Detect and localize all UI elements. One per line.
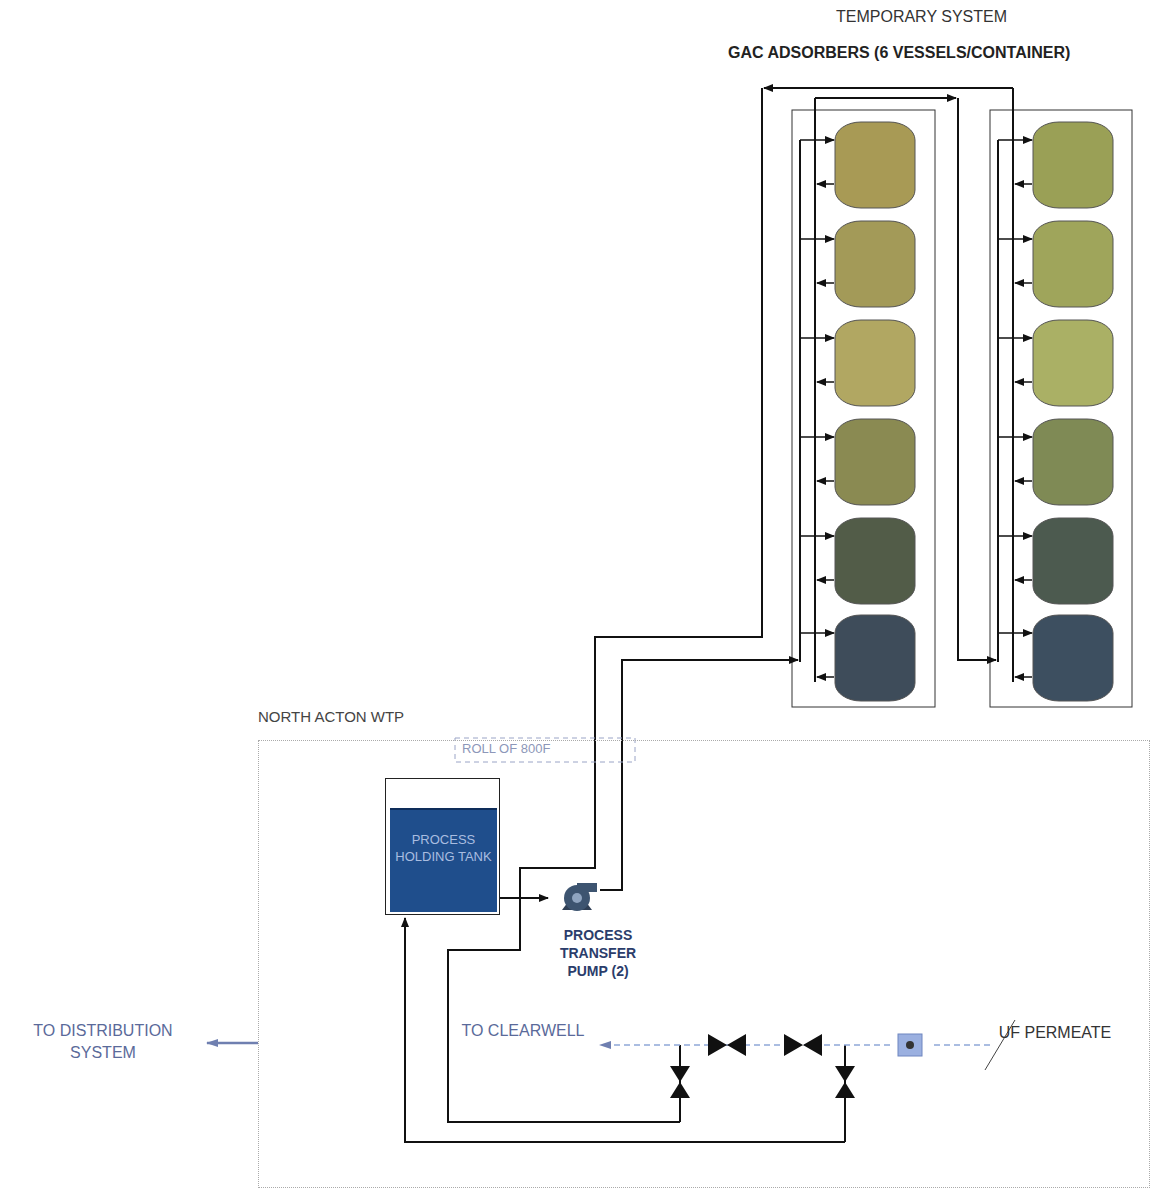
- vessel-stub: [817, 282, 834, 284]
- vessel-stub: [1015, 381, 1032, 383]
- plant-region: NORTH ACTON WTP PROCESS HOLDING TANK PROCE…: [258, 706, 1150, 1190]
- vessel-stub: [817, 480, 834, 482]
- vessel-stub: [1015, 282, 1032, 284]
- system-title: TEMPORARY SYSTEM: [836, 8, 1007, 26]
- gac-vessel: [835, 615, 915, 701]
- vessel-stub: [998, 337, 1032, 339]
- pump-label: PROCESS TRANSFER PUMP (2): [548, 926, 648, 980]
- vessel-stub: [998, 535, 1032, 537]
- gac-vessel: [1033, 320, 1113, 406]
- vessel-stub: [800, 238, 834, 240]
- gac-container: [792, 110, 935, 707]
- vessel-stub: [800, 632, 834, 634]
- gac-vessel: [835, 419, 915, 505]
- vessel-stub: [800, 535, 834, 537]
- outlet-label: TO DISTRIBUTION SYSTEM: [8, 1020, 198, 1064]
- vessel-stub: [998, 238, 1032, 240]
- roll-off-label: ROLL OF 800F: [462, 741, 550, 756]
- vessel-stub: [817, 183, 834, 185]
- holding-tank: PROCESS HOLDING TANK: [385, 778, 500, 915]
- gac-vessel: [1033, 615, 1113, 701]
- vessel-stub: [800, 436, 834, 438]
- vessel-stubs: [800, 140, 1032, 677]
- gac-vessel: [835, 518, 915, 604]
- gac-container: [990, 110, 1132, 707]
- vessel-stub: [800, 337, 834, 339]
- gac-vessel: [1033, 221, 1113, 307]
- vessel-stub: [800, 139, 834, 141]
- region-label: NORTH ACTON WTP: [258, 706, 1150, 725]
- pump-symbol: [556, 880, 600, 916]
- gac-vessels: [835, 122, 1113, 701]
- vessel-stub: [817, 381, 834, 383]
- vessel-stub: [998, 436, 1032, 438]
- transfer-pump: PROCESS TRANSFER PUMP (2): [548, 880, 648, 980]
- vessel-stub: [1015, 480, 1032, 482]
- flow-meter: [898, 1034, 922, 1056]
- gac-vessel: [1033, 419, 1113, 505]
- gac-vessel: [1033, 122, 1113, 208]
- gac-vessel: [835, 221, 915, 307]
- inlet-label: UF PERMEATE: [995, 1022, 1115, 1044]
- vessel-stub: [817, 676, 834, 678]
- valves: [670, 1034, 855, 1098]
- vessel-stub: [998, 139, 1032, 141]
- vessel-stub: [1015, 676, 1032, 678]
- pipe-connector: [500, 897, 548, 899]
- system-subtitle: GAC ADSORBERS (6 VESSELS/CONTAINER): [728, 44, 1070, 62]
- gac-vessel: [835, 320, 915, 406]
- vessel-stub: [998, 632, 1032, 634]
- gac-vessel: [1033, 518, 1113, 604]
- vessel-stub: [1015, 183, 1032, 185]
- vessel-stub: [817, 579, 834, 581]
- outlet-label: TO CLEARWELL: [458, 1020, 588, 1042]
- gac-vessel: [835, 122, 915, 208]
- vessel-stub: [1015, 579, 1032, 581]
- tank-label: PROCESS HOLDING TANK: [392, 831, 495, 865]
